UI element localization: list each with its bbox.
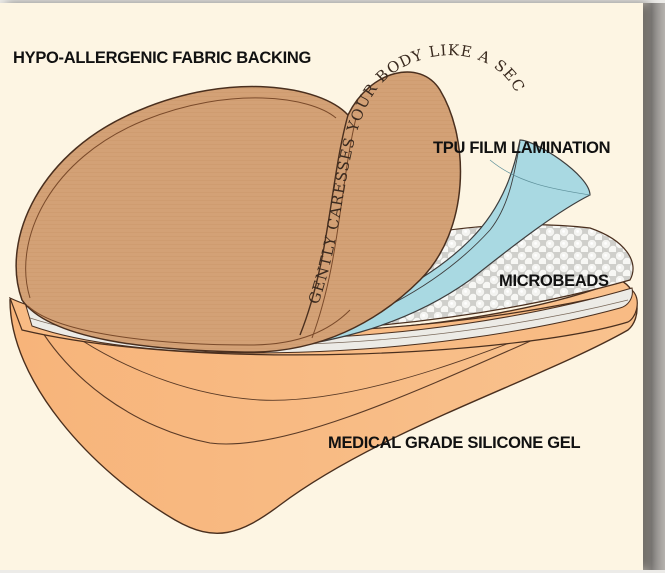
label-tpu-film: TPU FILM LAMINATION [433,139,611,157]
label-fabric-backing: HYPO-ALLERGENIC FABRIC BACKING [13,49,312,67]
fabric-backing-layer [15,71,462,353]
bottom-border [0,570,665,573]
top-border [0,0,665,3]
label-silicone-gel: MEDICAL GRADE SILICONE GEL [328,434,581,452]
label-microbeads: MICROBEADS [499,272,609,290]
